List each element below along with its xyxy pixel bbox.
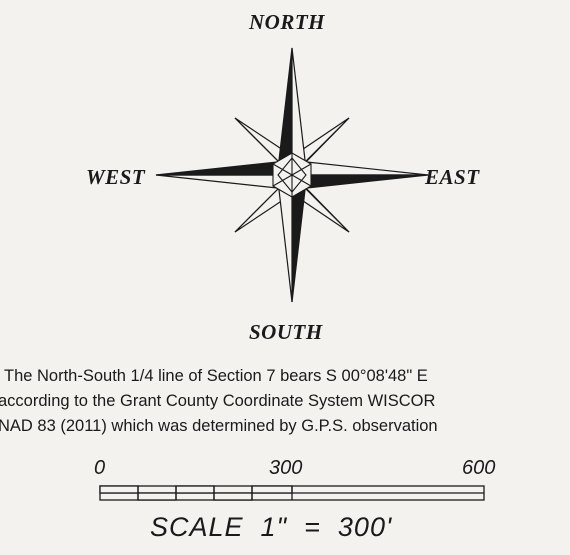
bearing-note-line-1: The North-South 1/4 line of Section 7 be… [4,367,428,385]
compass-rose-icon [155,47,429,303]
compass-label-south: SOUTH [249,320,323,344]
scale-tick-0: 0 [94,457,106,479]
bearing-note-line-3: NAD 83 (2011) which was determined by G.… [0,417,438,435]
bearing-note-line-2: according to the Grant County Coordinate… [0,392,436,410]
scale-label: SCALE 1" = 300' [150,512,393,542]
compass-label-north: NORTH [249,10,325,34]
scale-tick-600: 600 [462,457,496,479]
scale-bar [99,485,485,501]
compass-label-west: WEST [86,165,146,189]
scale-tick-300: 300 [269,457,303,479]
compass-label-east: EAST [425,165,480,189]
